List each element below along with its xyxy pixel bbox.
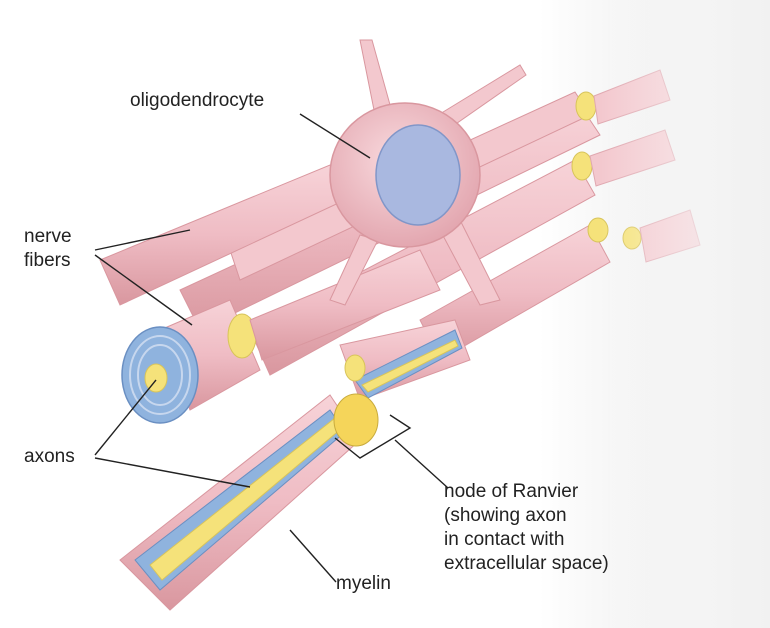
node-of-ranvier-leader (394, 439, 449, 489)
label-myelin: myelin (336, 573, 391, 594)
label-node-of-ranvier: node of Ranvier (showing axon in contact… (444, 481, 609, 574)
myelin-leader (289, 529, 337, 583)
node-of-ranvier-mark (333, 393, 379, 447)
nucleus (375, 124, 461, 226)
axons-leader-bottom (94, 457, 251, 488)
nerve-fibers-leader-bottom (94, 254, 193, 326)
label-oligodendrocyte: oligodendrocyte (130, 90, 265, 111)
leader-lines (94, 113, 449, 583)
nerve-fiber-left (99, 164, 441, 424)
oligodendrocyte-leader (299, 113, 371, 159)
label-axons: axons (24, 446, 75, 467)
nerve-fibers-leader-top (94, 229, 191, 251)
axon-cross-section (144, 363, 168, 393)
oligodendrocyte-cell (329, 39, 527, 306)
node-bracket (334, 414, 412, 459)
label-nerve-fibers: nerve fibers (24, 226, 72, 271)
nerve-fiber-foreground (119, 319, 471, 611)
axons-leader-top (94, 379, 157, 456)
